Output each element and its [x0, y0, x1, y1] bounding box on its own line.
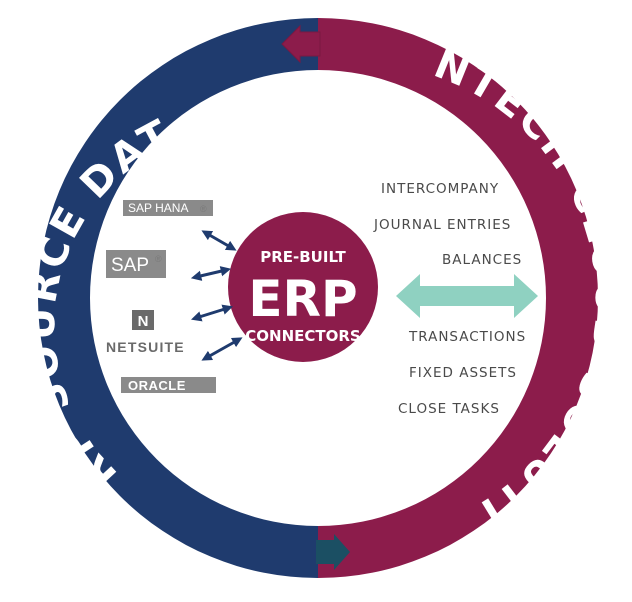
bidirectional-arrow-icon [396, 274, 538, 318]
data-item: JOURNAL ENTRIES [373, 217, 511, 233]
logo-sap: SAP ® [106, 250, 166, 278]
bottom-arrow-right-icon [316, 534, 350, 570]
double-arrow-icon [201, 337, 243, 361]
svg-text:N: N [138, 313, 149, 330]
double-arrow-icon [190, 304, 234, 322]
center-badge: PRE-BUILT ERP CONNECTORS [228, 212, 378, 362]
outer-ring [38, 18, 598, 578]
double-arrow-icon [201, 230, 237, 251]
top-arrow-left-icon [281, 24, 321, 64]
svg-text:®: ® [155, 254, 162, 264]
data-item: INTERCOMPANY [381, 181, 499, 197]
center-line-prebuilt: PRE-BUILT [260, 248, 346, 266]
netsuite-mark-icon [132, 310, 154, 330]
svg-text:SAP HANA: SAP HANA [128, 201, 188, 215]
center-line-connectors: CONNECTORS [245, 327, 360, 345]
svg-text:NETSUITE: NETSUITE [106, 339, 185, 355]
svg-text:ORACLE: ORACLE [128, 378, 186, 393]
data-items-lower: TRANSACTIONS FIXED ASSETS CLOSE TASKS [398, 329, 526, 417]
double-arrow-icon [190, 266, 232, 281]
center-line-erp: ERP [248, 270, 357, 328]
data-item: TRANSACTIONS [408, 329, 526, 345]
ring-left-half [38, 18, 318, 578]
connector-arrows [190, 230, 243, 361]
logo-netsuite: N NETSUITE [106, 310, 185, 355]
data-item: BALANCES [442, 252, 522, 268]
center-circle [228, 212, 378, 362]
svg-text:SAP: SAP [111, 255, 149, 276]
ring-right-half [318, 18, 598, 578]
data-item: CLOSE TASKS [398, 401, 500, 417]
logo-sap-hana: SAP HANA ® [123, 200, 213, 216]
svg-text:®: ® [200, 204, 207, 214]
data-items-upper: INTERCOMPANY JOURNAL ENTRIES BALANCES [373, 181, 522, 268]
data-item: FIXED ASSETS [409, 365, 517, 381]
logo-oracle: ORACLE [121, 377, 216, 393]
